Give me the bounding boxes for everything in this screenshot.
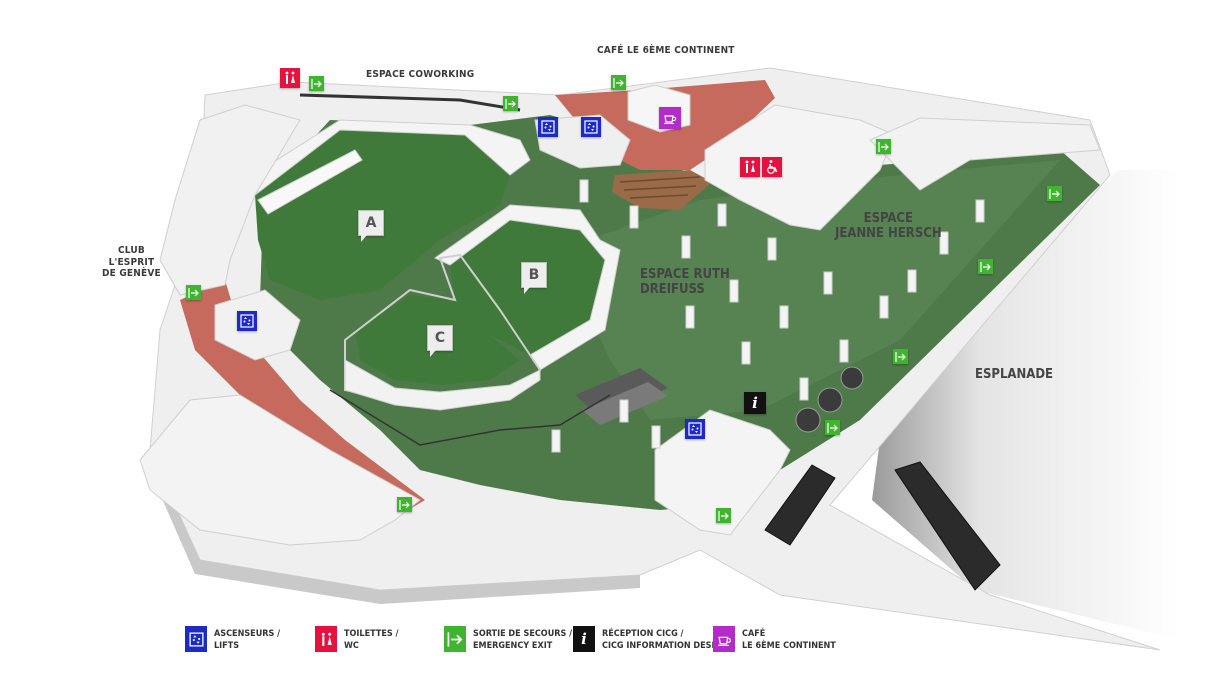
info-icon[interactable]: i (744, 392, 766, 414)
hall-floor-light (560, 160, 1060, 420)
emergency-exit-icon[interactable] (309, 76, 324, 91)
west-lift-block (214, 289, 301, 361)
room-a-step (257, 149, 363, 215)
legend-info-line1: RÉCEPTION CICG / (602, 629, 684, 639)
emergency-exit-icon[interactable] (825, 420, 840, 435)
room-c-front (344, 359, 541, 411)
label-club: CLUB L'ESPRIT DE GENÈVE (102, 245, 161, 279)
legend-cafe: CAFÉ LE 6ÈME CONTINENT (713, 626, 836, 652)
seating-round-1 (795, 407, 821, 433)
coffee-cup-icon[interactable] (659, 107, 681, 129)
jeanne-hersch-block (704, 104, 896, 231)
emergency-exit-icon[interactable] (716, 508, 731, 523)
zone-marker-a[interactable]: A (358, 210, 384, 242)
handrail-south (329, 389, 611, 446)
east-corner-block (869, 117, 1101, 191)
legend-toilets-line1: TOILETTES / (344, 629, 399, 639)
elevator-icon (185, 626, 207, 652)
emergency-exit-icon[interactable] (978, 259, 993, 274)
hall-pillars (551, 179, 985, 453)
emergency-exit-icon[interactable] (611, 75, 626, 90)
handrail-north (299, 93, 521, 112)
toilet-icon[interactable] (740, 157, 760, 177)
legend-lifts-line1: ASCENSEURS / (214, 629, 281, 639)
elevator-icon[interactable] (581, 117, 601, 137)
label-ruth-dreifuss: ESPACE RUTH DREIFUSS (640, 267, 730, 297)
room-b-wall (434, 204, 621, 371)
legend-exit-line2: EMERGENCY EXIT (473, 641, 553, 652)
zone-marker-b[interactable]: B (521, 262, 547, 294)
seating-round-3 (840, 366, 864, 390)
seating-round-2 (817, 387, 843, 413)
emergency-exit-icon[interactable] (1047, 186, 1062, 201)
emergency-exit-icon[interactable] (397, 497, 412, 512)
base-side-shadow (146, 450, 640, 604)
wheelchair-icon[interactable] (762, 157, 782, 177)
legend-exit-line1: SORTIE DE SECOURS / (473, 629, 573, 639)
map-legend: ASCENSEURS / LIFTS TOILETTES / WC SORTIE D… (0, 626, 1227, 666)
legend-cafe-line1: CAFÉ (742, 629, 766, 639)
elevator-icon[interactable] (538, 117, 558, 137)
elevator-icon[interactable] (237, 311, 257, 331)
legend-lifts-line2: LIFTS (214, 641, 240, 652)
legend-info: i RÉCEPTION CICG / CICG INFORMATION DESK (573, 626, 718, 652)
emergency-exit-icon (444, 626, 466, 652)
legend-cafe-line2: LE 6ÈME CONTINENT (742, 641, 836, 652)
toilet-icon (315, 626, 337, 652)
emergency-exit-icon[interactable] (503, 96, 518, 111)
emergency-exit-icon[interactable] (876, 139, 891, 154)
label-jeanne-hersch: ESPACE JEANNE HERSCH (835, 211, 942, 241)
legend-toilets-line2: WC (344, 641, 359, 652)
club-building (159, 104, 301, 296)
cafe-stairs (612, 170, 712, 210)
label-cafe: CAFÉ LE 6ÈME CONTINENT (597, 45, 735, 56)
elevator-icon[interactable] (685, 419, 705, 439)
reception-block (654, 409, 791, 536)
info-icon: i (573, 626, 595, 652)
plaza-planter-1 (764, 464, 836, 546)
zone-marker-c[interactable]: C (427, 325, 453, 357)
legend-info-line2: CICG INFORMATION DESK (602, 641, 718, 652)
coffee-cup-icon (713, 626, 735, 652)
toilet-icon[interactable] (280, 68, 300, 88)
legend-exit: SORTIE DE SECOURS / EMERGENCY EXIT (444, 626, 572, 652)
plaza-planter-2 (894, 461, 1001, 591)
legend-toilets: TOILETTES / WC (315, 626, 399, 652)
north-lift-block (534, 114, 631, 169)
info-glyph: i (752, 394, 758, 412)
emergency-exit-icon[interactable] (893, 349, 908, 364)
label-coworking: ESPACE COWORKING (366, 69, 475, 80)
emergency-exit-icon[interactable] (186, 285, 201, 300)
label-esplanade: ESPLANADE (975, 367, 1054, 382)
legend-lifts: ASCENSEURS / LIFTS (185, 626, 280, 652)
club-building-low (139, 394, 421, 546)
